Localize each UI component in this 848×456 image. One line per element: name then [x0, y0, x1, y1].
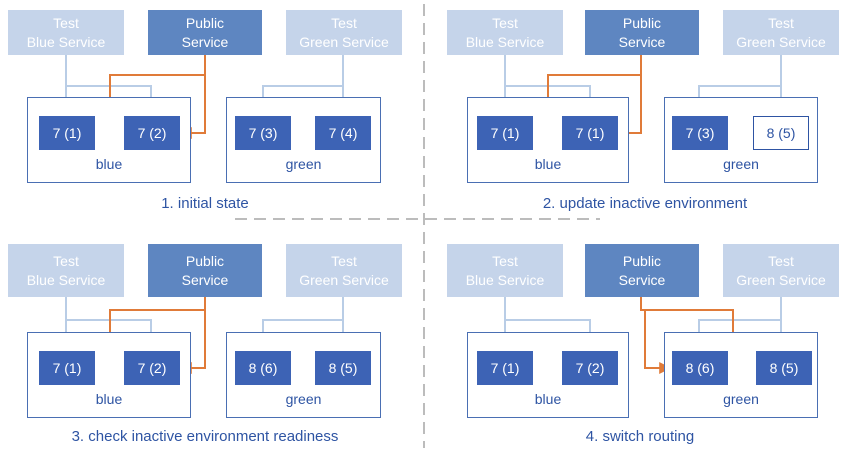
- q2-test-green-line1: Test: [768, 14, 794, 31]
- q2-test-blue-line1: Test: [492, 14, 518, 31]
- q3-public-line2: Service: [181, 271, 229, 288]
- q3-caption: 3. check inactive environment readiness: [71, 428, 339, 445]
- q2-green-pod-2: 8 (5): [753, 116, 809, 150]
- q2-public-line1: Public: [622, 14, 662, 31]
- q3-test-green-line2: Green Service: [299, 271, 389, 288]
- q2-test-blue-line2: Blue Service: [465, 33, 545, 50]
- q4-test-blue-service: Test Blue Service: [447, 244, 563, 297]
- q1-test-green-line2: Green Service: [299, 33, 389, 50]
- q4-blue-pod-2: 7 (2): [562, 351, 618, 385]
- q4-test-green-line1: Test: [768, 252, 794, 269]
- q1-public-service: Public Service: [148, 10, 262, 55]
- q2-public-line2: Service: [618, 33, 666, 50]
- q1-public-line2: Service: [181, 33, 229, 50]
- q3-green-label: green: [285, 391, 322, 407]
- q2-test-blue-service: Test Blue Service: [447, 10, 563, 55]
- q1-green-pod-2: 7 (4): [315, 116, 371, 150]
- q2-test-green-line2: Green Service: [736, 33, 826, 50]
- q3-blue-pod-1: 7 (1): [39, 351, 95, 385]
- q2-green-pod-1: 7 (3): [672, 116, 728, 150]
- q2-blue-label: blue: [534, 156, 562, 172]
- q3-test-green-line1: Test: [331, 252, 357, 269]
- q1-public-line1: Public: [185, 14, 225, 31]
- q4-test-blue-line1: Test: [492, 252, 518, 269]
- q1-green-pod-1: 7 (3): [235, 116, 291, 150]
- q3-public-line1: Public: [185, 252, 225, 269]
- q1-test-blue-service: Test Blue Service: [8, 10, 124, 55]
- q1-blue-label: blue: [95, 156, 123, 172]
- q2-public-service: Public Service: [585, 10, 699, 55]
- q1-blue-pod-1: 7 (1): [39, 116, 95, 150]
- q3-test-blue-line1: Test: [53, 252, 79, 269]
- q4-public-line1: Public: [622, 252, 662, 269]
- q4-green-pod-1: 8 (6): [672, 351, 728, 385]
- q2-blue-pod-2: 7 (1): [562, 116, 618, 150]
- q3-blue-pod-2: 7 (2): [124, 351, 180, 385]
- q3-green-pod-2: 8 (5): [315, 351, 371, 385]
- q3-test-blue-line2: Blue Service: [26, 271, 106, 288]
- q4-test-green-line2: Green Service: [736, 271, 826, 288]
- q1-test-blue-line1: Test: [53, 14, 79, 31]
- q4-test-green-service: Test Green Service: [723, 244, 839, 297]
- q3-public-service: Public Service: [148, 244, 262, 297]
- q4-blue-pod-1: 7 (1): [477, 351, 533, 385]
- q4-blue-label: blue: [534, 391, 562, 407]
- q1-test-green-line1: Test: [331, 14, 357, 31]
- q1-test-green-service: Test Green Service: [286, 10, 402, 55]
- q1-green-label: green: [285, 156, 322, 172]
- q2-test-green-service: Test Green Service: [723, 10, 839, 55]
- q4-caption: 4. switch routing: [585, 428, 695, 445]
- q4-public-line2: Service: [618, 271, 666, 288]
- q1-test-blue-line2: Blue Service: [26, 33, 106, 50]
- q3-blue-label: blue: [95, 391, 123, 407]
- q3-green-pod-1: 8 (6): [235, 351, 291, 385]
- q2-green-label: green: [723, 156, 759, 172]
- q4-green-pod-2: 8 (5): [756, 351, 812, 385]
- q4-green-label: green: [723, 391, 759, 407]
- q4-test-blue-line2: Blue Service: [465, 271, 545, 288]
- q1-caption: 1. initial state: [161, 195, 249, 212]
- q2-caption: 2. update inactive environment: [542, 195, 748, 212]
- q4-public-service: Public Service: [585, 244, 699, 297]
- q3-test-blue-service: Test Blue Service: [8, 244, 124, 297]
- q2-blue-pod-1: 7 (1): [477, 116, 533, 150]
- q3-test-green-service: Test Green Service: [286, 244, 402, 297]
- q1-blue-pod-2: 7 (2): [124, 116, 180, 150]
